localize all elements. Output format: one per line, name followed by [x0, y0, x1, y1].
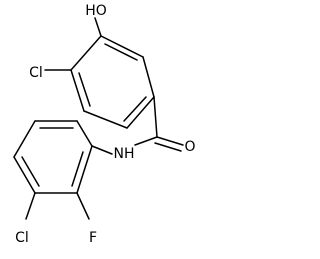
double-bond-inner	[104, 43, 138, 61]
bond	[100, 35, 144, 58]
bond-carbonyl-double-b	[154, 142, 182, 152]
amide-nitrogen-label: NH	[114, 146, 135, 162]
molecule-diagram: HO Cl O NH Cl F	[13, 3, 196, 246]
bond	[126, 96, 155, 129]
bond-c-cl-bottom	[25, 192, 36, 220]
bond	[70, 35, 102, 71]
bond-n-ring	[91, 145, 113, 155]
bond-ring-carbonyl	[153, 96, 158, 138]
bond	[83, 110, 128, 129]
bond	[70, 69, 85, 112]
bond-carbonyl-double-a	[156, 136, 184, 146]
lower-benzene-ring	[13, 120, 93, 194]
double-bond-inner	[71, 151, 84, 187]
bond	[142, 56, 155, 98]
bond	[13, 120, 36, 158]
double-bond-inner	[21, 156, 40, 187]
double-bond-inner	[123, 96, 147, 122]
upper-benzene-ring	[70, 35, 155, 129]
double-bond-inner	[78, 72, 91, 107]
carbonyl-oxygen-label: O	[184, 139, 195, 155]
bond	[13, 156, 36, 194]
hydroxyl-label: HO	[85, 3, 107, 19]
chloro-bottom-label: Cl	[15, 230, 29, 246]
bond-carbonyl-n	[134, 136, 158, 146]
chloro-top-label: Cl	[29, 65, 43, 81]
bond-c-f	[76, 192, 90, 220]
bond	[76, 145, 93, 194]
bond-c-oh	[94, 17, 102, 37]
fluoro-label: F	[89, 230, 97, 246]
bond	[76, 120, 93, 147]
